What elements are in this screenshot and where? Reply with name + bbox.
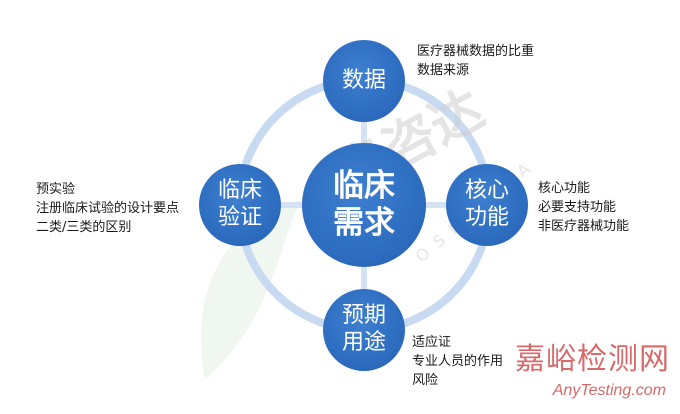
node-core-function: 核心 功能: [446, 164, 528, 246]
annotation-right: 核心功能 必要支持功能 非医疗器械功能: [538, 179, 629, 236]
annotation-line: 预实验: [36, 182, 76, 197]
center-node-label: 临床 需求: [333, 168, 395, 241]
logo-anytesting-cn: 嘉峪检测网: [515, 342, 670, 377]
annotation-top: 医疗器械数据的比重 数据来源: [417, 42, 534, 80]
annotation-line: 必要支持功能: [538, 200, 617, 215]
annotation-line: 适应证: [412, 335, 452, 350]
node-data-label: 数据: [341, 67, 386, 93]
annotation-line: 风险: [412, 373, 439, 388]
leaf-watermark: [200, 200, 300, 380]
annotation-line: 专业人员的作用: [412, 354, 504, 369]
node-clinical-validation: 临床 验证: [199, 164, 281, 246]
annotation-line: 核心功能: [538, 181, 591, 196]
annotation-line: 二类/三类的区别: [36, 220, 132, 235]
annotation-line: 注册临床试验的设计要点: [36, 201, 180, 216]
node-clinical-validation-label: 临床 验证: [217, 178, 262, 230]
center-node-clinical-need: 临床 需求: [302, 143, 426, 267]
annotation-line: 数据来源: [417, 63, 470, 78]
node-data: 数据: [323, 40, 405, 122]
annotation-bottom: 适应证 专业人员的作用 风险: [412, 333, 503, 390]
node-intended-use-label: 预期 用途: [341, 303, 386, 355]
annotation-line: 医疗器械数据的比重: [417, 44, 535, 59]
annotation-left: 预实验 注册临床试验的设计要点 二类/三类的区别: [36, 180, 179, 237]
node-intended-use: 预期 用途: [323, 289, 405, 371]
logo-anytesting-en: AnyTesting.com: [552, 382, 666, 399]
annotation-line: 非医疗器械功能: [538, 219, 630, 234]
node-core-function-label: 核心 功能: [464, 178, 509, 230]
